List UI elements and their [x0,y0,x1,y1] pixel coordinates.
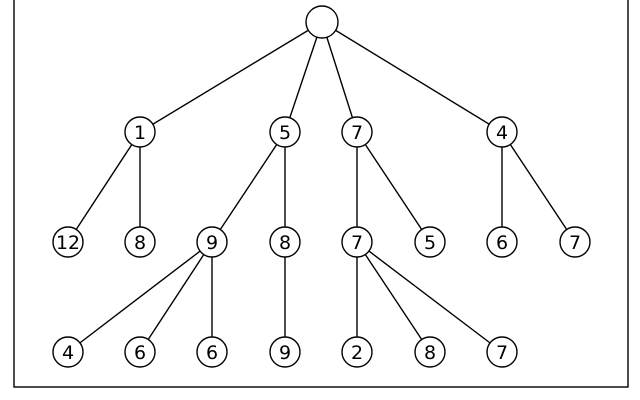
node-circle [124,226,156,258]
node-circle [269,116,301,148]
tree-node: 4 [486,116,518,148]
tree-node: 7 [341,226,373,258]
tree-node: 12 [52,226,84,258]
node-label: 9 [279,342,291,364]
node-circle [196,336,228,368]
tree-node: 5 [269,116,301,148]
tree-node: 7 [559,226,591,258]
tree-node: 8 [124,226,156,258]
node-circle [486,116,518,148]
tree-node: 9 [269,336,301,368]
tree-node: 7 [341,116,373,148]
node-circle [52,226,84,258]
node-circle [414,226,446,258]
node-label: 9 [206,232,218,254]
node-circle [52,336,84,368]
edge-b-b1 [211,131,286,243]
node-label: 7 [496,342,508,364]
node-label: 8 [134,232,146,254]
node-label: 4 [62,342,74,364]
node-circle [124,116,156,148]
node-circle [269,336,301,368]
node-circle [305,5,339,39]
root-node [305,5,339,39]
edge-a-a1 [67,131,141,243]
node-circle [341,336,373,368]
node-circle [486,226,518,258]
edge-b1-b1b [139,241,213,353]
edge-root-b [284,21,323,133]
node-label: 8 [424,342,436,364]
tree-node: 4 [52,336,84,368]
node-label: 7 [569,232,581,254]
node-circle [124,336,156,368]
tree-node: 8 [414,336,446,368]
node-label: 1 [134,122,146,144]
node-circle [486,336,518,368]
node-label: 4 [496,122,508,144]
node-label: 12 [56,232,80,254]
node-label: 5 [279,122,291,144]
tree-node: 9 [196,226,228,258]
node-circle [341,226,373,258]
node-circle [414,336,446,368]
tree-node: 6 [196,336,228,368]
tree-node: 5 [414,226,446,258]
node-label: 7 [351,122,363,144]
edge-root-a [139,21,323,133]
edge-b1-b1a [67,241,213,353]
edge-c1-c1b [356,241,431,353]
edge-root-d [321,21,503,133]
node-label: 8 [279,232,291,254]
edge-c-c2 [356,131,431,243]
node-label: 6 [206,342,218,364]
edges-layer [67,21,576,353]
tree-node: 2 [341,336,373,368]
diagram-frame [13,0,629,388]
node-label: 6 [496,232,508,254]
tree-node: 6 [124,336,156,368]
node-label: 7 [351,232,363,254]
tree-node: 7 [486,336,518,368]
edge-c1-c1c [356,241,503,353]
tree-node: 6 [486,226,518,258]
edge-root-c [321,21,358,133]
node-circle [269,226,301,258]
node-label: 2 [351,342,363,364]
node-circle [559,226,591,258]
tree-node: 8 [269,226,301,258]
node-label: 6 [134,342,146,364]
node-label: 5 [424,232,436,254]
edge-d-d2 [501,131,576,243]
node-circle [341,116,373,148]
nodes-layer: 1 5 7 4 12 8 9 8 7 5 6 7 4 6 6 9 2 8 7 [52,5,591,368]
node-circle [196,226,228,258]
tree-node: 1 [124,116,156,148]
